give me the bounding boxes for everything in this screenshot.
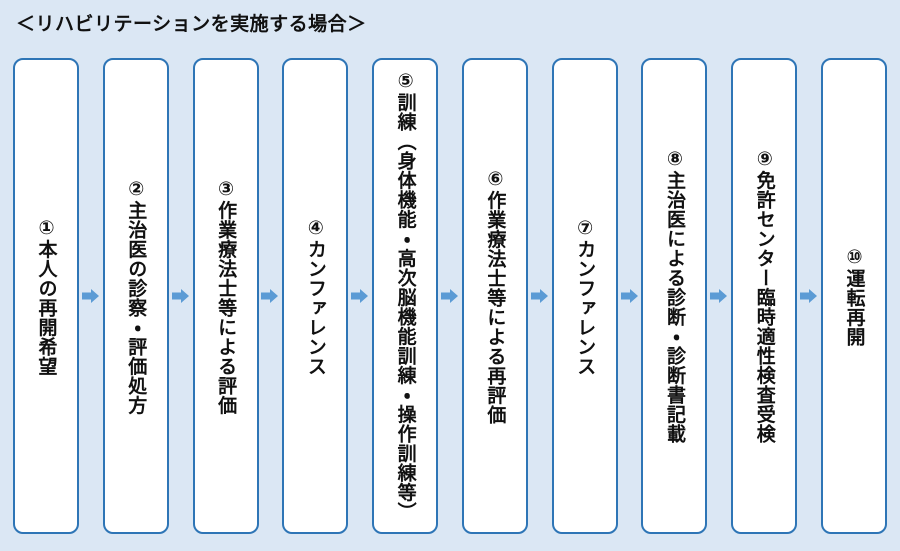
flow-step-label: ⑩運転再開 — [843, 245, 865, 347]
flow-step-label: ⑦カンファレンス — [574, 216, 596, 376]
flow-step-10: ⑩運転再開 — [821, 58, 888, 534]
flow-step-1: ①本人の再開希望 — [13, 58, 79, 534]
flow-step-3: ③作業療法士等による評価 — [192, 58, 259, 534]
flow-arrow — [438, 58, 462, 534]
flow-step-6: ⑥作業療法士等による再評価 — [461, 58, 528, 534]
flow-step-5: ⑤訓練（身体機能・高次脳機能訓練・操作訓練等） — [372, 58, 439, 534]
arrow-right-icon — [441, 289, 459, 303]
flow-arrow — [618, 58, 642, 534]
flow-step-9: ⑨免許センター臨時適性検査受検 — [731, 58, 798, 534]
arrow-right-icon — [620, 289, 638, 303]
flow-step-label: ②主治医の診察・評価処方 — [125, 177, 147, 415]
page-title: ＜リハビリテーションを実施する場合＞ — [16, 14, 367, 35]
flow-diagram: ①本人の再開希望 ②主治医の診察・評価処方 ③作業療法士等による評価 ④カンファレンス… — [13, 58, 888, 534]
flow-step-label: ⑥作業療法士等による再評価 — [484, 167, 506, 425]
arrow-right-icon — [171, 289, 189, 303]
flow-step-7: ⑦カンファレンス — [551, 58, 618, 534]
flow-arrow — [528, 58, 552, 534]
flow-arrow — [169, 58, 193, 534]
arrow-right-icon — [351, 289, 369, 303]
flow-arrow — [797, 58, 821, 534]
flow-step-label: ③作業療法士等による評価 — [215, 177, 237, 415]
flow-step-2: ②主治医の診察・評価処方 — [102, 58, 169, 534]
arrow-right-icon — [800, 289, 818, 303]
flow-step-label: ⑤訓練（身体機能・高次脳機能訓練・操作訓練等） — [394, 70, 416, 522]
flow-step-label: ④カンファレンス — [304, 216, 326, 376]
flow-step-4: ④カンファレンス — [282, 58, 349, 534]
flow-arrow — [79, 58, 103, 534]
flow-step-label: ①本人の再開希望 — [35, 216, 57, 376]
flow-step-label: ⑨免許センター臨時適性検査受検 — [753, 148, 775, 444]
arrow-right-icon — [710, 289, 728, 303]
flow-arrow — [259, 58, 283, 534]
flow-step-label: ⑧主治医による診断・診断書記載 — [663, 148, 685, 444]
arrow-right-icon — [81, 289, 99, 303]
flow-step-8: ⑧主治医による診断・診断書記載 — [641, 58, 708, 534]
flow-arrow — [348, 58, 372, 534]
arrow-right-icon — [530, 289, 548, 303]
arrow-right-icon — [261, 289, 279, 303]
flow-arrow — [707, 58, 731, 534]
